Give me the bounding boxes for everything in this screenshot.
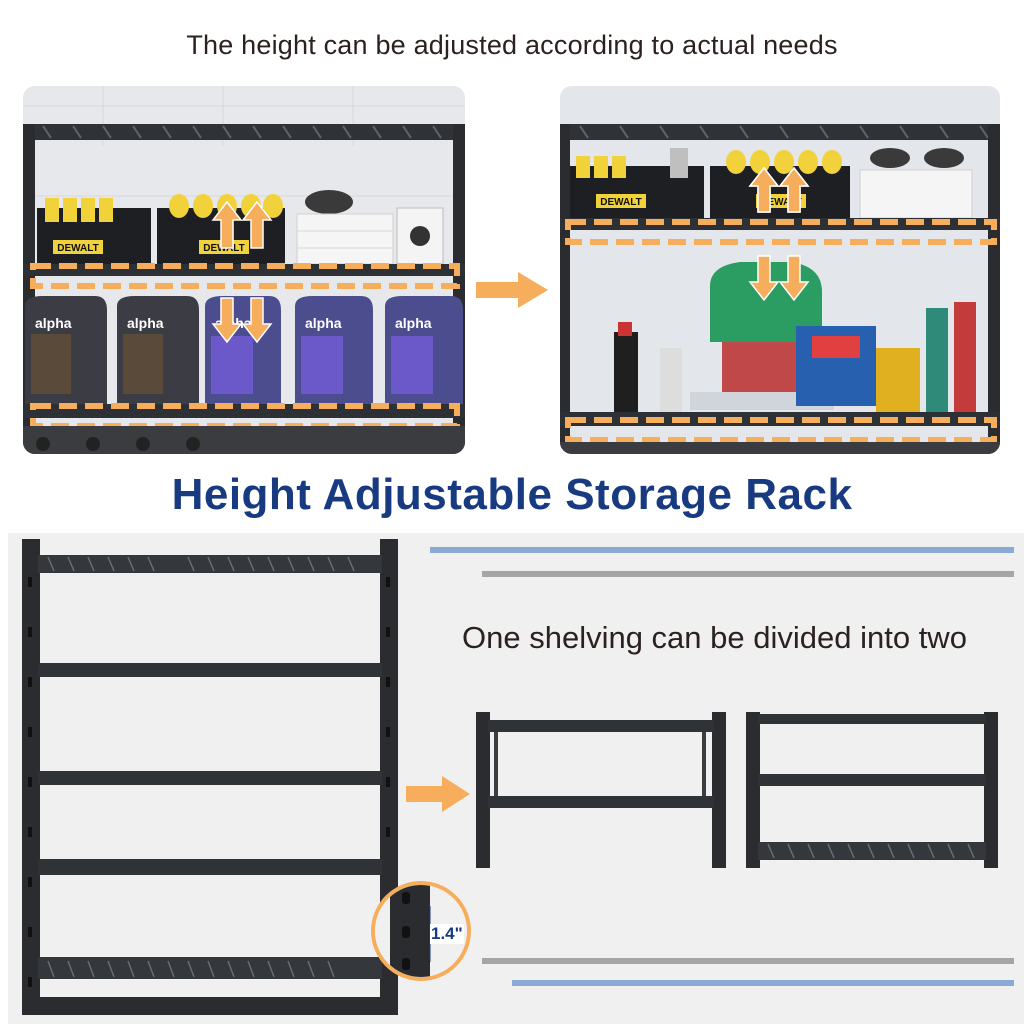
five-tier-rack (18, 537, 402, 1019)
header-caption: The height can be adjusted according to … (186, 30, 838, 60)
tube-detail-zoom: 1.4" (370, 880, 472, 982)
decorative-line-gray (482, 958, 1014, 964)
brand-label: DEWALT (600, 197, 641, 208)
right-arrow-icon (404, 776, 472, 812)
right-arrow-icon (474, 272, 550, 308)
after-shelf-photo: DEWALT DEWALT (560, 86, 1000, 454)
split-rack-right (744, 710, 1002, 870)
brand-label: alpha (127, 315, 164, 331)
brand-label: DEWALT (57, 243, 98, 254)
tube-width-label: 1.4" (430, 924, 464, 944)
brand-label: alpha (305, 315, 342, 331)
brand-label: alpha (395, 315, 432, 331)
before-shelf-photo: DEWALT DEWALT (23, 86, 465, 454)
brand-label: alpha (35, 315, 72, 331)
main-title: Height Adjustable Storage Rack (171, 470, 853, 519)
decorative-line-blue (512, 980, 1014, 986)
decorative-line-gray (482, 571, 1014, 577)
split-rack-left (474, 710, 730, 870)
decorative-line-blue (430, 547, 1014, 553)
division-caption: One shelving can be divided into two (462, 620, 967, 655)
brand-label: DEWALT (760, 197, 801, 208)
